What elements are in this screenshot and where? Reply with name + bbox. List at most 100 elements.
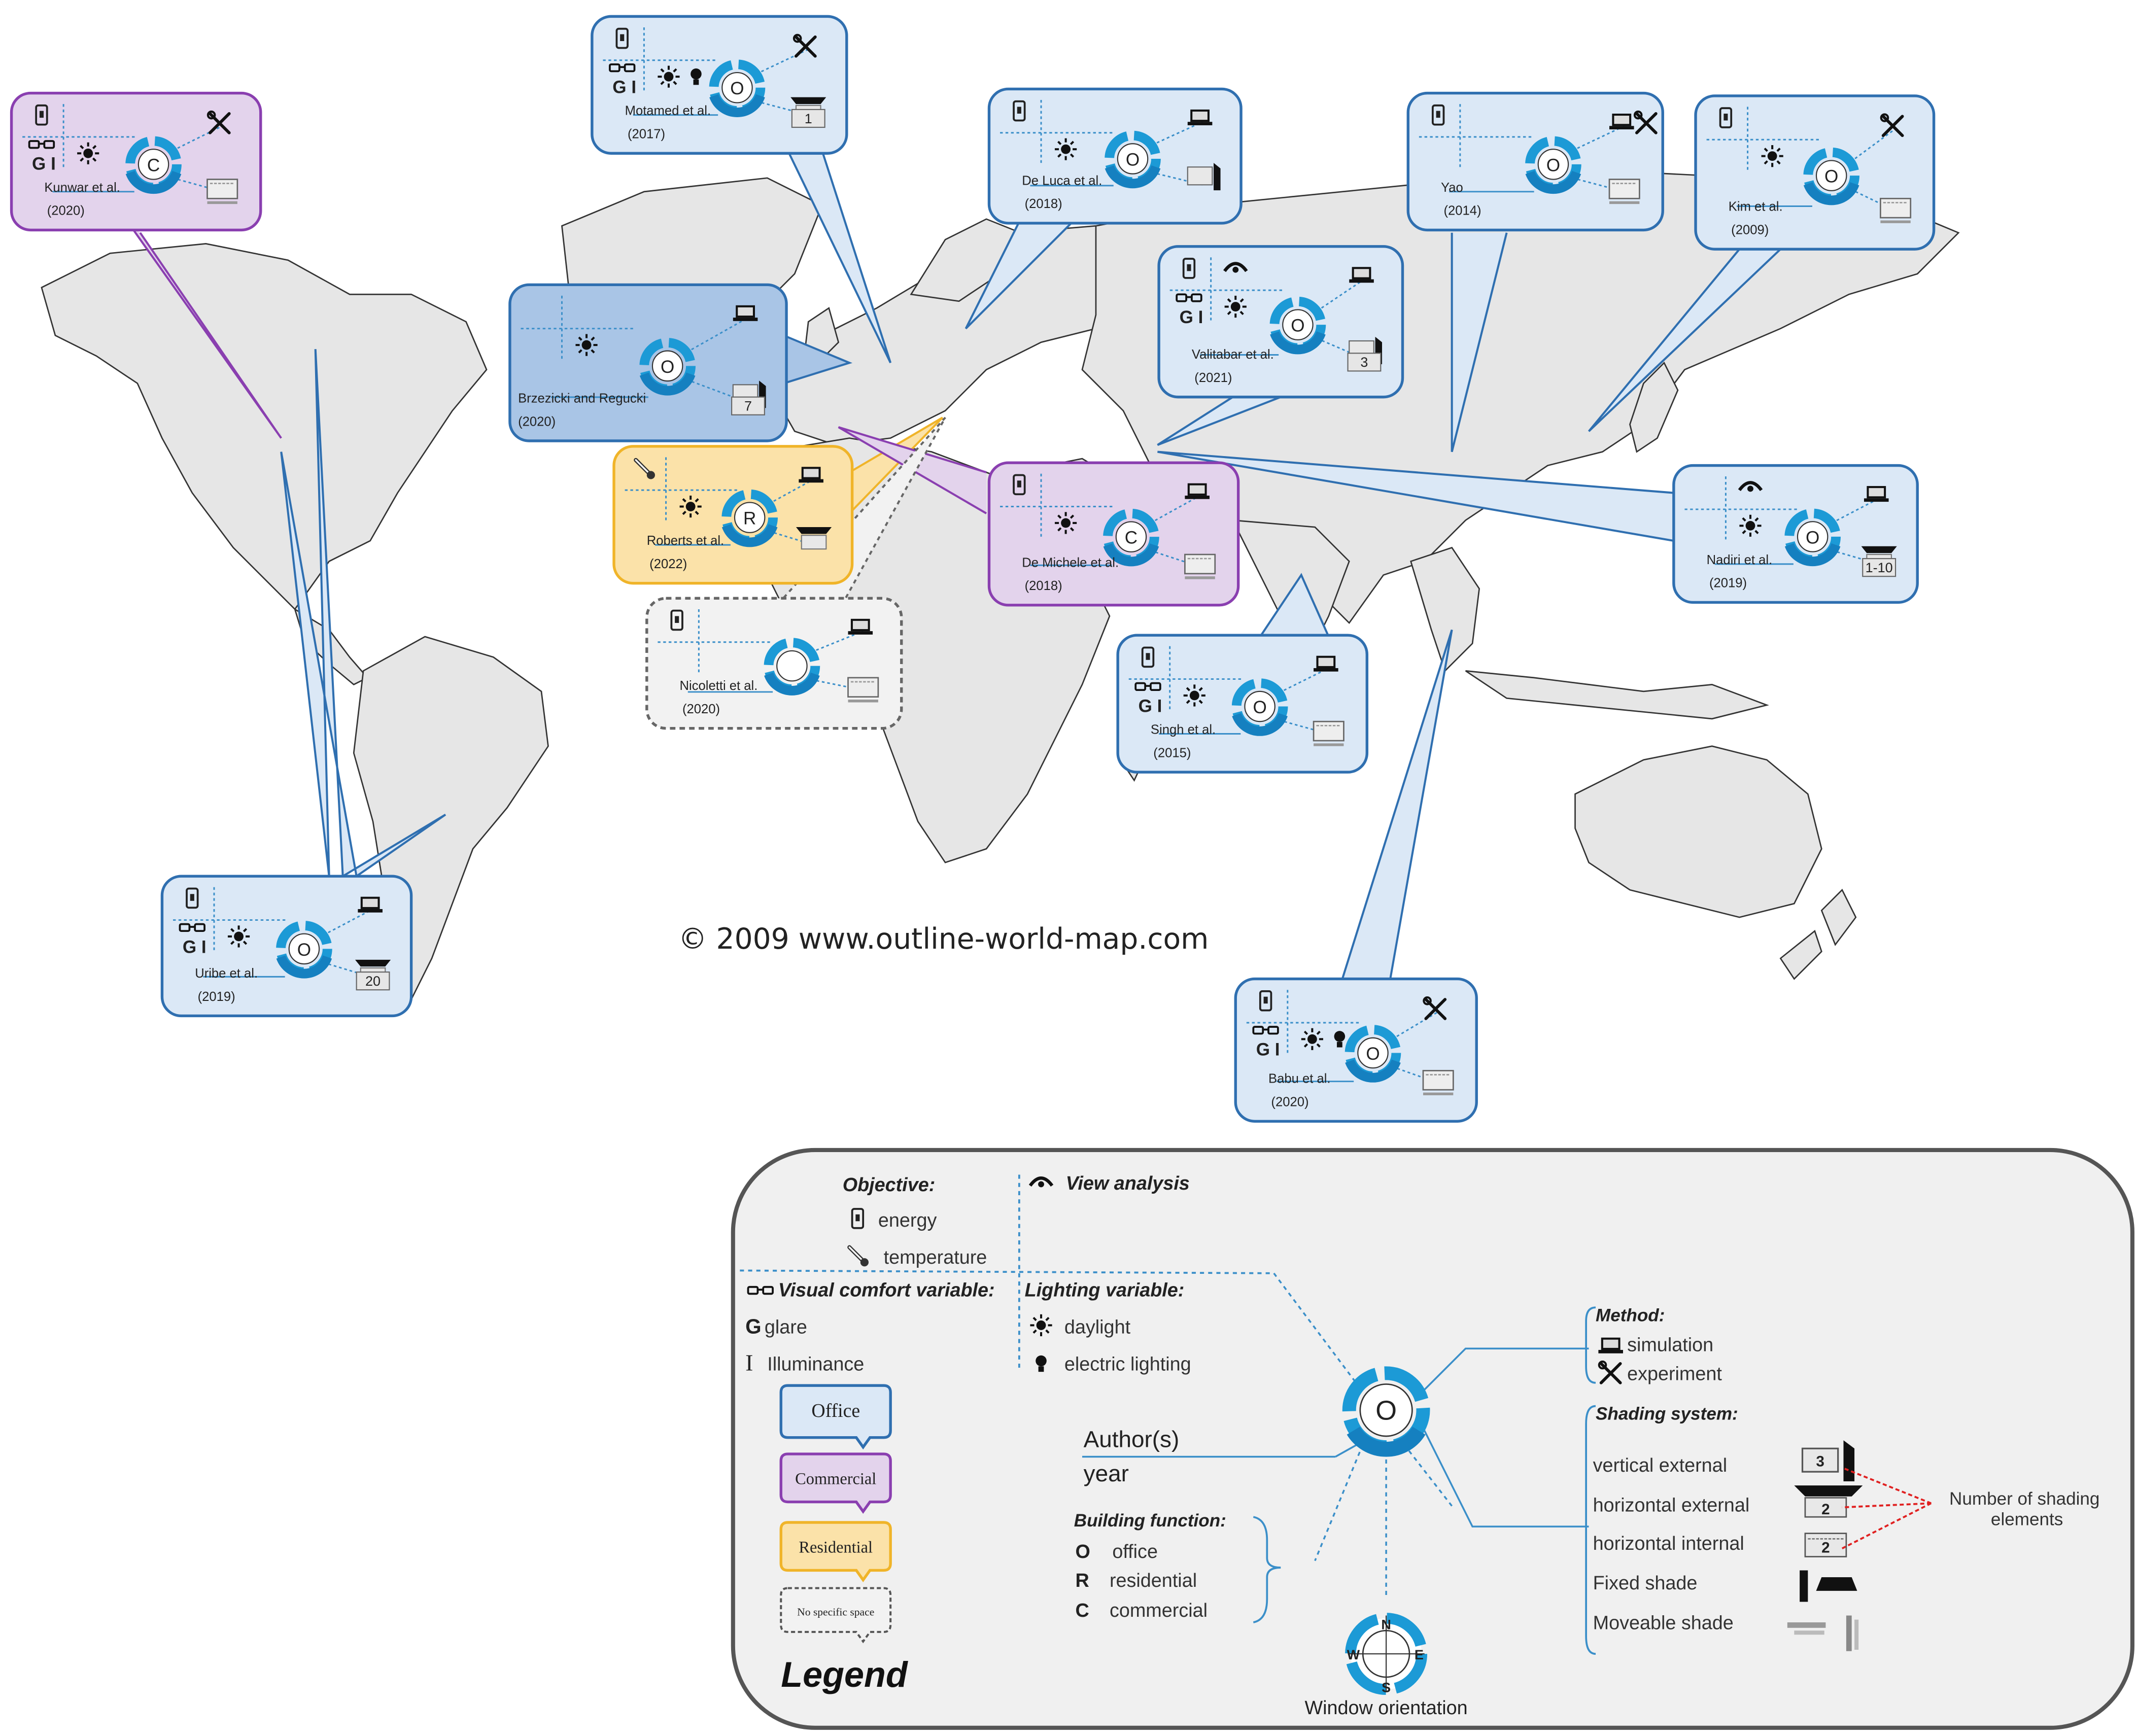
legend-method-heading: Method: [1596, 1305, 1665, 1325]
building-function-letter: O [661, 357, 674, 377]
callout-box [1157, 245, 1404, 399]
legend-experiment-label: experiment [1627, 1363, 1722, 1384]
window-shade-icon [1185, 554, 1215, 578]
legend-nospace-label: No specific space [797, 1606, 874, 1618]
orientation-ring [709, 59, 766, 116]
window-orientation-arc [764, 672, 820, 696]
building-function-letter: C [1125, 528, 1138, 548]
legend-o-label: office [1112, 1541, 1158, 1563]
legend-glare-symbol: G [745, 1315, 761, 1338]
landmass-uk [805, 307, 840, 360]
laptop-icon [799, 467, 823, 483]
laptop-icon [733, 305, 758, 321]
orientation-ring [1525, 136, 1581, 193]
ring-center [1115, 521, 1147, 552]
legend-visual-comfort-heading: Visual comfort variable: [778, 1280, 995, 1301]
callout-demichele: CDe Michele et al.(2018) [987, 461, 1240, 607]
orientation-ring [1345, 1025, 1401, 1081]
ring-center [1117, 143, 1149, 175]
year-label: (2017) [628, 127, 665, 142]
legend-fixed-shade-icon [1800, 1570, 1857, 1602]
tail-kunwar [129, 225, 282, 439]
window-shade-icon [1609, 180, 1639, 203]
ring-center [776, 650, 808, 682]
guide-line [1151, 121, 1203, 146]
building-function-letter: O [1546, 155, 1560, 175]
compass-s: S [1382, 1680, 1391, 1695]
callout-box [612, 445, 854, 585]
author-label: Brzezicki and Regucki [518, 391, 646, 405]
callout-box [987, 461, 1240, 607]
tail-motamed [786, 150, 892, 364]
laptop-icon [358, 896, 383, 913]
window-orientation-arc [709, 94, 765, 117]
legend-nospace-bubble: No specific space [780, 1587, 892, 1644]
guide-line [1850, 128, 1896, 163]
landmass-se-asia [1410, 546, 1480, 672]
legend-title: Legend [781, 1654, 909, 1694]
glare-illuminance-marks: G I [612, 78, 636, 97]
guide-line [1279, 667, 1329, 693]
orientation-ring [1231, 678, 1288, 735]
ring-center [734, 502, 766, 533]
year-label: (2019) [198, 990, 235, 1004]
legend-residential-label: Residential [799, 1538, 873, 1556]
legend-office-bubble: Office [779, 1384, 892, 1450]
legend-horizontal-external-count: 2 [1821, 1501, 1830, 1518]
window-orientation-arc [1525, 170, 1581, 194]
ring-center [1357, 1037, 1389, 1069]
horizontal-shade-icon [795, 526, 833, 550]
glare-illuminance-marks: G I [183, 937, 206, 957]
window-shade-icon [1314, 721, 1343, 745]
ring-center [651, 350, 683, 382]
legend-horizontal-external-icon: 2 [1794, 1485, 1863, 1518]
author-label: Motamed et al. [625, 104, 711, 118]
window-orientation-arc [721, 524, 778, 547]
callout-box [645, 597, 903, 730]
legend-energy-label: energy [878, 1210, 937, 1231]
orientation-ring [276, 921, 332, 977]
guide-line [811, 630, 864, 653]
legend-center-ring: O [1342, 1366, 1430, 1457]
callout-box [1116, 634, 1369, 774]
legend-commercial-bubble: Commercial [779, 1452, 892, 1514]
legend-residential-bubble: Residential [779, 1521, 892, 1582]
window-orientation-arc [1803, 182, 1859, 205]
window-orientation-arc [1270, 331, 1326, 355]
legend-simulation-icon [1598, 1337, 1623, 1353]
author-label: Nadiri et al. [1707, 553, 1773, 567]
sun-icon [1055, 138, 1077, 160]
shade-count: 1 [805, 111, 812, 126]
callout-tails [129, 150, 1781, 980]
tail-yao [1451, 232, 1508, 453]
glare-illuminance-marks: G I [1180, 307, 1203, 327]
shade-count: 1-10 [1866, 560, 1893, 575]
author-label: Babu et al. [1268, 1072, 1331, 1086]
building-function-letter: O [1366, 1044, 1380, 1064]
year-label: (2019) [1709, 576, 1747, 591]
compass-w: W [1347, 1647, 1360, 1662]
legend-objective-heading: Objective: [843, 1174, 936, 1196]
legend-daylight-icon [1030, 1314, 1052, 1336]
window-shade-icon [1880, 198, 1910, 222]
building-function-letter: O [1806, 528, 1819, 547]
building-function-letter: O [1824, 167, 1838, 187]
tail-deluca [964, 218, 1076, 330]
ring-center [1282, 309, 1314, 340]
ring-center [1815, 160, 1847, 191]
ring-center [288, 933, 320, 965]
laptop-icon [848, 618, 873, 635]
window-orientation-arc [1345, 1059, 1401, 1083]
legend-shading-brace [1585, 1405, 1596, 1655]
legend-number-line1: Number of shading [1949, 1489, 2099, 1509]
author-label: De Michele et al. [1022, 555, 1119, 570]
window-shade-icon [207, 180, 237, 203]
landmass-indonesia [1465, 670, 1769, 720]
laptop-icon [1314, 655, 1338, 672]
orientation-ring [1803, 147, 1860, 204]
